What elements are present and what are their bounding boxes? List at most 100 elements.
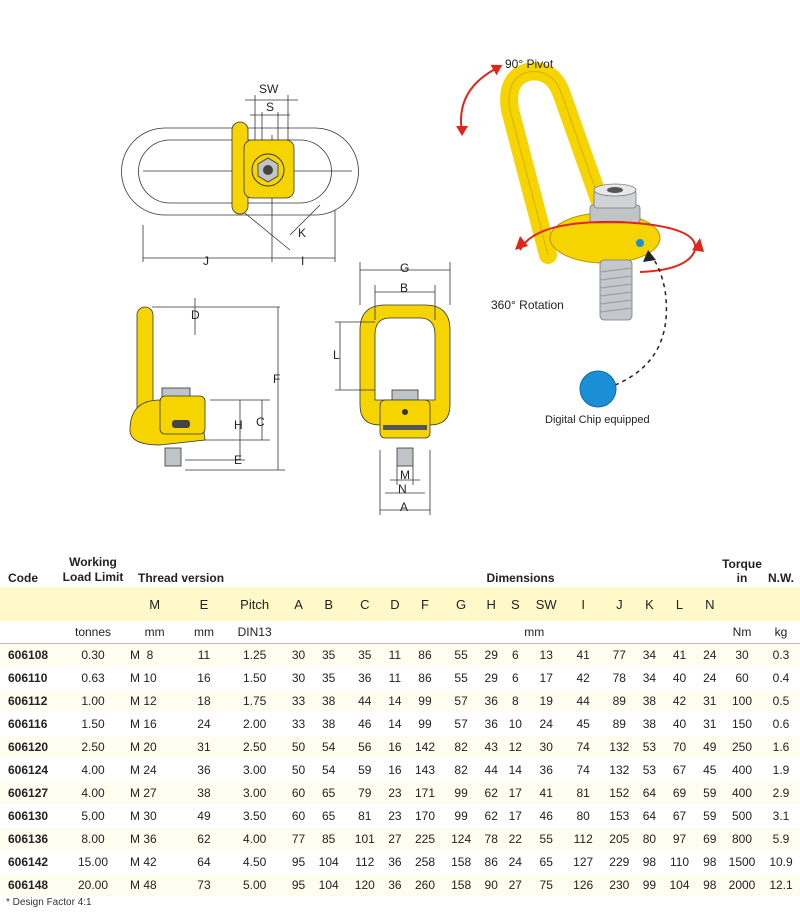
label-m: M xyxy=(400,468,410,482)
cell: 3.50 xyxy=(222,804,287,828)
cell: 80 xyxy=(637,827,662,851)
cell: 23 xyxy=(382,804,407,828)
cell: 41 xyxy=(527,781,566,805)
cell: 19 xyxy=(527,689,566,713)
cell: 99 xyxy=(443,781,480,805)
cell: 5.9 xyxy=(762,827,800,851)
cell: 64 xyxy=(185,850,223,874)
unit-m: mm xyxy=(124,621,186,644)
cell: 29 xyxy=(479,643,504,667)
cell: 70 xyxy=(661,735,698,759)
subheader-sw: SW xyxy=(527,587,566,621)
cell: 10 xyxy=(503,712,528,736)
subheader-d: D xyxy=(382,587,407,621)
cell: 152 xyxy=(601,781,638,805)
cell: M 27 xyxy=(124,781,186,805)
cell: M 8 xyxy=(124,643,186,667)
cell: 73 xyxy=(185,873,223,897)
cell: 42 xyxy=(661,689,698,713)
cell: M 48 xyxy=(124,873,186,897)
cell: M 12 xyxy=(124,689,186,713)
label-e: E xyxy=(234,453,243,467)
cell: 38 xyxy=(185,781,223,805)
cell: 62 xyxy=(185,827,223,851)
cell: 24 xyxy=(185,712,223,736)
cell: 55 xyxy=(443,666,480,690)
cell: 75 xyxy=(527,873,566,897)
cell: 86 xyxy=(406,643,444,667)
cell: 14 xyxy=(382,712,407,736)
cell: 12 xyxy=(503,735,528,759)
cell: 15.00 xyxy=(62,850,124,874)
cell: 50 xyxy=(286,758,311,782)
label-j: J xyxy=(203,254,209,268)
cell: 30 xyxy=(722,643,762,667)
cell: 132 xyxy=(601,735,638,759)
subheader-i: I xyxy=(565,587,602,621)
cell: 62 xyxy=(479,804,504,828)
cell: 67 xyxy=(661,804,698,828)
cell: 99 xyxy=(637,873,662,897)
cell: 38 xyxy=(310,712,347,736)
cell: 59 xyxy=(697,781,722,805)
cell: 99 xyxy=(406,689,444,713)
cell: 80 xyxy=(565,804,602,828)
cell: 150 xyxy=(722,712,762,736)
cell: 30 xyxy=(286,643,311,667)
cell: 86 xyxy=(479,850,504,874)
cell: 81 xyxy=(346,804,383,828)
cell: 38 xyxy=(637,712,662,736)
cell: 69 xyxy=(661,781,698,805)
cell: 86 xyxy=(406,666,444,690)
cell: 142 xyxy=(406,735,444,759)
cell: 132 xyxy=(601,758,638,782)
cell: 20.00 xyxy=(62,873,124,897)
cell: 10.9 xyxy=(762,850,800,874)
cell: 16 xyxy=(185,666,223,690)
cell: 230 xyxy=(601,873,638,897)
cell: 30 xyxy=(527,735,566,759)
cell: 30 xyxy=(286,666,311,690)
cell: 6 xyxy=(503,643,528,667)
cell: 1.50 xyxy=(62,712,124,736)
cell: 53 xyxy=(637,735,662,759)
cell: 78 xyxy=(601,666,638,690)
cell: 104 xyxy=(310,850,347,874)
row-code: 606110 xyxy=(0,666,62,690)
cell: 400 xyxy=(722,758,762,782)
product-render xyxy=(500,62,661,321)
cell: 11 xyxy=(382,666,407,690)
cell: M 10 xyxy=(124,666,186,690)
subheader-g: G xyxy=(443,587,480,621)
cell: 55 xyxy=(443,643,480,667)
callout-pivot: 90° Pivot xyxy=(505,57,554,71)
label-c: C xyxy=(256,415,265,429)
cell: 12.1 xyxy=(762,873,800,897)
cell: 258 xyxy=(406,850,444,874)
cell: 112 xyxy=(346,850,383,874)
drawing-svg xyxy=(121,62,704,515)
cell: 46 xyxy=(527,804,566,828)
cell: 33 xyxy=(286,712,311,736)
cell: 31 xyxy=(697,712,722,736)
cell: 11 xyxy=(185,643,223,667)
cell: 65 xyxy=(310,804,347,828)
label-n: N xyxy=(398,482,407,496)
cell: 800 xyxy=(722,827,762,851)
cell: 98 xyxy=(637,850,662,874)
cell: 77 xyxy=(286,827,311,851)
cell: 14 xyxy=(382,689,407,713)
subheader-f: F xyxy=(406,587,444,621)
cell: 54 xyxy=(310,735,347,759)
cell: 4.00 xyxy=(62,758,124,782)
cell: 250 xyxy=(722,735,762,759)
row-code: 606136 xyxy=(0,827,62,851)
row-code: 606120 xyxy=(0,735,62,759)
label-h: H xyxy=(234,418,243,432)
subheader-j: J xyxy=(601,587,638,621)
